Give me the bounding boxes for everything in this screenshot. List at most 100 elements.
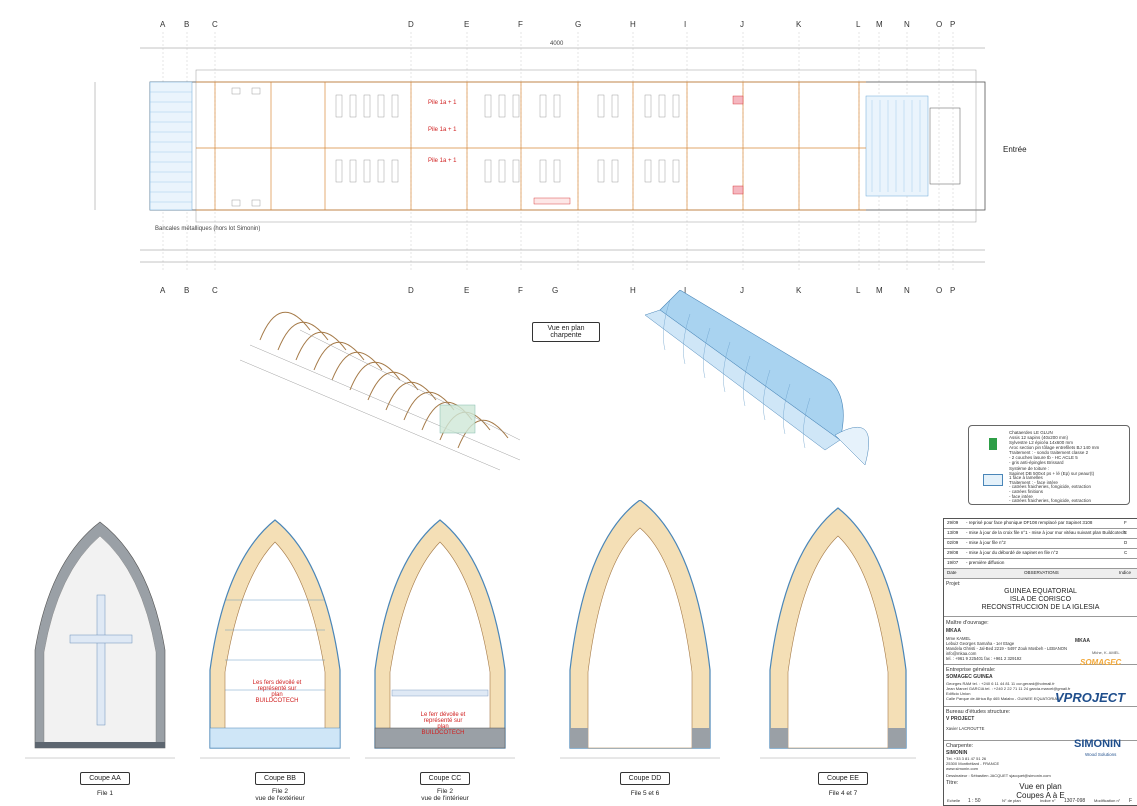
revision-header-date: Date xyxy=(947,570,957,575)
revision-header-index: Indice xyxy=(1119,570,1132,575)
grid-letter: L xyxy=(856,20,861,29)
grid-letter: O xyxy=(936,286,943,295)
grid-letter: A xyxy=(160,286,166,295)
section-caption-aa: File 1 xyxy=(97,790,113,797)
revision-text: - mise à jour file n°2 xyxy=(966,540,1006,545)
project-title: GUINEA EQUATORIAL ISLA DE CORISCO RECONS… xyxy=(944,588,1137,612)
grid-letter: P xyxy=(950,286,956,295)
framing-line: Tél. +33 3 81 47 51 26 xyxy=(946,756,987,761)
iso-view-label-text: Vue en plan charpente xyxy=(547,325,585,339)
isometric-views xyxy=(240,290,869,471)
iso-view-label: Vue en plan charpente xyxy=(532,322,600,342)
top-dimension: 4000 xyxy=(550,41,564,47)
framing-label: Charpente: xyxy=(946,743,974,749)
owner-name: MKAA xyxy=(946,628,961,634)
framing-designer: Dessinateur : Sébastien JACQUET sjacquet… xyxy=(946,773,1051,778)
entrance-label: Entrée xyxy=(1003,145,1027,154)
grid-letter: F xyxy=(518,20,523,29)
red-note: Pile 1a + 1 xyxy=(428,100,457,106)
grid-letter: A xyxy=(160,20,166,29)
plan-number-label: N° de plan xyxy=(1002,798,1021,803)
grid-letter: B xyxy=(184,286,190,295)
section-label-text: Coupe EE xyxy=(827,775,859,782)
section-label-aa: Coupe AA xyxy=(80,772,130,785)
section-label-ee: Coupe EE xyxy=(818,772,868,785)
legend-line: - gris anti-épingles Brissard xyxy=(1009,460,1064,465)
mkaa-logo: MKAA xyxy=(1075,638,1090,644)
revision-date: 29/08 xyxy=(947,550,959,555)
framing-line: 25300 Montbéliard - FRANCE xyxy=(946,760,1000,766)
timber-swatch xyxy=(989,438,997,450)
revision-index: D xyxy=(1124,540,1128,545)
revision-row: 29/09 - reprisé pour face phonique DF108… xyxy=(944,519,1137,529)
iso-roof-blue xyxy=(644,290,869,466)
framing-line: www.simonin.com xyxy=(946,765,979,771)
legend-line: Sylvestre L2 épicéa 14x600 mm xyxy=(1009,440,1074,445)
grid-letter: J xyxy=(740,20,744,29)
revision-text: - mise à jour du débordé de sapinet en f… xyxy=(966,550,1059,555)
revision-text: - mise à jour de la croix file n°1 - mis… xyxy=(966,530,1126,535)
title-block xyxy=(943,518,1137,806)
section-cc xyxy=(374,519,506,749)
project-line: ISLA DE CORISCO xyxy=(1009,596,1072,603)
owner-address-line: Lebuiz Georges Samaha - 1er Etage xyxy=(946,641,1015,646)
contractor-line: Jean Marcel GARCIA tel. : +240 2 22 71 1… xyxy=(946,686,1071,691)
contractor-line: Calle Parque de Africa Bp 465 Malabo - G… xyxy=(946,696,1062,701)
grid-letter: K xyxy=(796,286,802,295)
section-caption-ee: File 4 et 7 xyxy=(828,790,858,797)
legend-line: - catrées fraicheries, fongicide, extrac… xyxy=(1009,484,1092,490)
grid-letter: B xyxy=(184,20,190,29)
red-note: Pile 1a + 1 xyxy=(428,127,457,133)
section-aa xyxy=(34,521,166,749)
owner-address-line: info@mkaa.com xyxy=(946,651,977,656)
engineering-label: Bureau d'études structure: xyxy=(946,709,1011,715)
legend-line: Aroc section pin tôlage entrefilets BJ 1… xyxy=(1009,445,1100,450)
section-label-text: Coupe AA xyxy=(89,775,121,782)
framing-section xyxy=(944,740,1137,741)
revision-header-obs: OBSERVATIONS xyxy=(1024,570,1059,575)
grid-letter: D xyxy=(408,286,414,295)
grid-letter: N xyxy=(904,20,910,29)
contractor-name: SOMAGEC GUINEA xyxy=(946,674,993,680)
section-label-text: Coupe BB xyxy=(264,775,296,782)
red-note: Pile 1a + 1 xyxy=(428,158,457,164)
indice-label: Indice n° xyxy=(1040,798,1056,803)
scale-value: 1 : 50 xyxy=(968,798,981,804)
plan-number: 1307-098 xyxy=(1064,798,1086,804)
title-label: Titre: xyxy=(946,780,959,786)
grid-letter: K xyxy=(796,20,802,29)
floor-plan-drawing xyxy=(94,32,986,270)
revision-date: 13/09 xyxy=(947,530,959,535)
legend-line: 1 face à lamelles xyxy=(1009,475,1043,481)
contractor-section xyxy=(944,664,1137,665)
owner-section xyxy=(944,616,1137,617)
project-line: GUINEA EQUATORIAL xyxy=(1004,588,1077,595)
legend-line: - face intère xyxy=(1009,493,1033,499)
section-label-dd: Coupe DD xyxy=(620,772,670,785)
legend-item1: Chataerdes LE GLUN Assis 12 sapins (40x2… xyxy=(1009,430,1099,465)
revision-header: Date OBSERVATIONS Indice xyxy=(944,569,1137,579)
grid-letter: M xyxy=(876,20,883,29)
grid-letter: C xyxy=(212,286,218,295)
revision-row: 29/08 - mise à jour du débordé de sapine… xyxy=(944,549,1137,559)
roof-swatch xyxy=(983,474,1003,486)
legend-line: - 2 couches lasure tb - HC ACLE 5 xyxy=(1009,455,1078,460)
section-label-text: Coupe CC xyxy=(428,775,462,782)
grid-letter: O xyxy=(936,20,943,29)
modification-label: Modification n° xyxy=(1094,798,1121,803)
engineering-name: V PROJECT xyxy=(946,716,975,722)
contractor-line: Georges RAM tel. : +240 6 11 44 81 11 oc… xyxy=(946,681,1055,686)
owner-label: Maître d'ouvrage: xyxy=(946,620,989,626)
owner-address-line: tel. : +961 9 225401 fax : +961 2 329192 xyxy=(946,656,1022,661)
legend-box: Chataerdes LE GLUN Assis 12 sapins (40x2… xyxy=(968,425,1130,505)
contractor-address: Georges RAM tel. : +240 6 11 44 81 11 oc… xyxy=(946,681,1070,701)
drawing-title-line: Vue en plan xyxy=(1019,782,1062,791)
simonin-logo: SIMONIN xyxy=(1074,738,1122,750)
plan-bottom-note: Bancales métalliques (hors lot Simonin) xyxy=(155,226,261,232)
legend-line: Assis 12 sapins (40x200 mm) xyxy=(1009,435,1069,440)
drawing-title: Vue en plan Coupes A à E xyxy=(944,782,1137,800)
vproject-logo: VPROJECT xyxy=(1055,690,1126,705)
sections-drawing xyxy=(25,500,916,759)
revision-row: 02/09 - mise à jour file n°2 D xyxy=(944,539,1137,549)
legend-line: - catrées finitions xyxy=(1009,488,1044,494)
